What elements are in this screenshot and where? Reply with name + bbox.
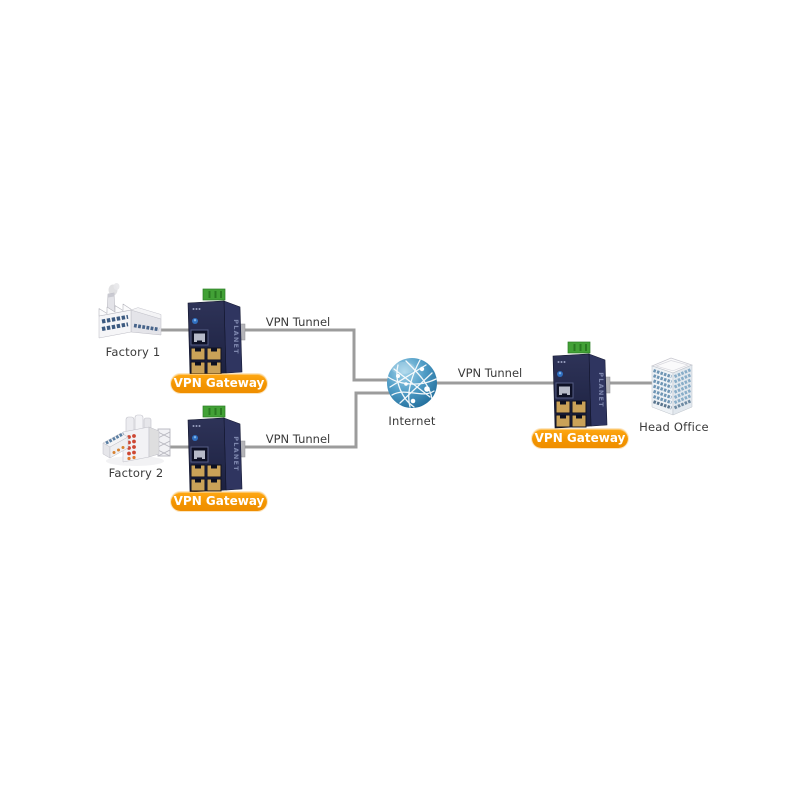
vpn-gateway-3-device-icon: PLANET <box>552 341 611 429</box>
internet-label: Internet <box>388 414 436 428</box>
vpn-tunnel-1-label: VPN Tunnel <box>265 315 331 329</box>
vpn-gateway-1-badge: VPN Gateway <box>171 374 267 393</box>
planet-brand-text: PLANET <box>597 372 605 407</box>
head-office-building-icon <box>651 357 693 416</box>
planet-brand-text: PLANET <box>232 319 240 354</box>
head-office-label: Head Office <box>639 420 709 434</box>
vpn-gateway-3-badge: VPN Gateway <box>532 429 628 448</box>
vpn-tunnel-3-label: VPN Tunnel <box>457 366 523 380</box>
vpn-gateway-2-badge: VPN Gateway <box>171 492 267 511</box>
vpn-gateway-1-device-icon: PLANET <box>187 288 246 376</box>
factory-2-label: Factory 2 <box>108 466 164 480</box>
vpn-gateway-2-device-icon: PLANET <box>187 405 246 493</box>
factory-1-icon <box>98 283 162 339</box>
vpn-tunnel-1-line <box>155 328 390 382</box>
factory-1-label: Factory 1 <box>105 345 161 359</box>
planet-brand-text: PLANET <box>232 436 240 471</box>
vpn-tunnel-2-label: VPN Tunnel <box>265 432 331 446</box>
factory-2-icon <box>102 414 171 466</box>
internet-globe-icon <box>387 358 437 408</box>
vpn-tunnel-2-line <box>150 391 390 449</box>
